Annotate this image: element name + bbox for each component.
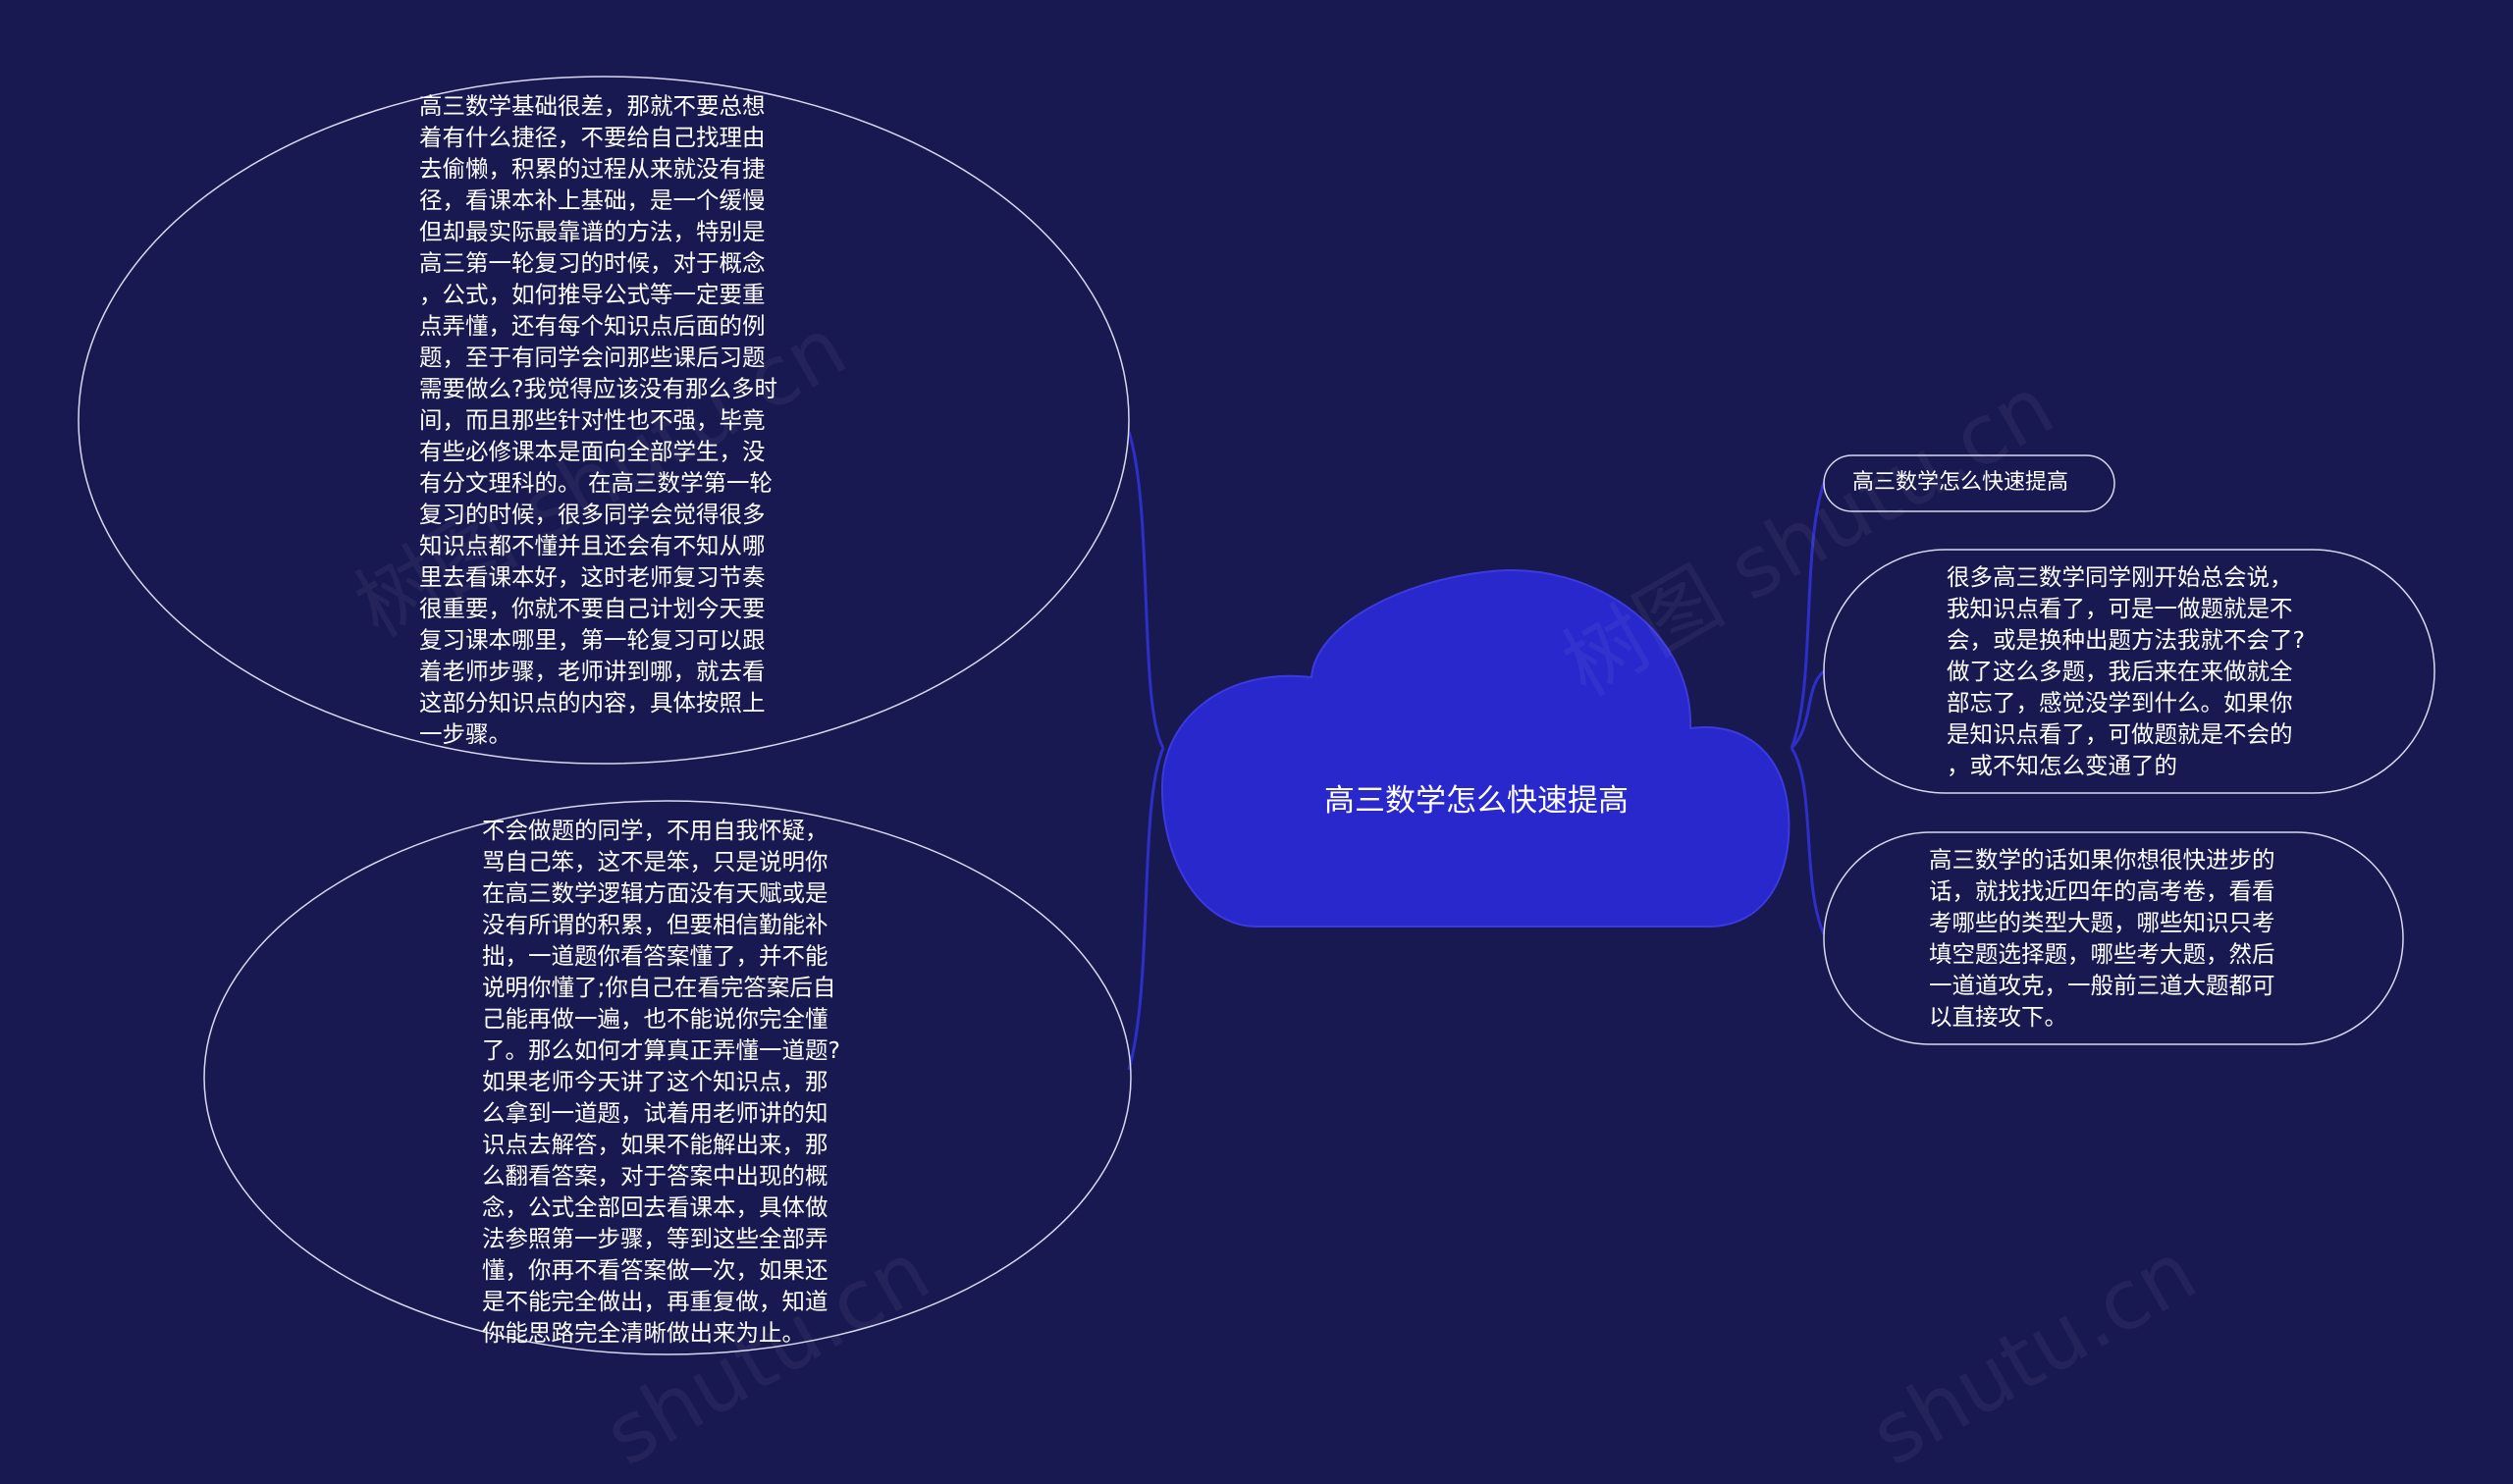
connector-left-1 <box>1127 431 1165 749</box>
mindmap-canvas <box>78 76 2435 1355</box>
left-node-2-border <box>203 800 1132 1355</box>
left-node-1-border <box>78 76 1130 765</box>
connectors <box>1127 431 1826 1071</box>
left-node-1-text: 高三数学基础很差，那就不要总想 着有什么捷径，不要给自己找理由 去偷懒，积累的过… <box>419 92 777 748</box>
connector-right-2 <box>1790 669 1826 750</box>
right-node-3-text: 高三数学的话如果你想很快进步的 话，就找找近四年的高考卷，看看 考哪些的类型大题… <box>1929 846 2275 1031</box>
right-node-2-border <box>1823 549 2435 794</box>
right-node-2-text: 很多高三数学同学刚开始总会说， 我知识点看了，可是一做题就是不 会，或是换种出题… <box>1947 563 2305 779</box>
right-node-1-border[interactable] <box>1823 454 2115 512</box>
left-node-2-text: 不会做题的同学，不用自我怀疑， 骂自己笨，这不是笨，只是说明你 在高三数学逻辑方… <box>482 817 840 1347</box>
connector-right-1 <box>1790 482 1826 749</box>
center-cloud[interactable] <box>1160 569 1791 928</box>
right-node-3-border <box>1823 831 2404 1045</box>
center-title[interactable]: 高三数学怎么快速提高 <box>1324 783 1629 819</box>
right-node-1-text[interactable]: 高三数学怎么快速提高 <box>1852 470 2069 495</box>
connector-left-2 <box>1127 747 1165 1071</box>
connector-right-3 <box>1790 747 1826 935</box>
